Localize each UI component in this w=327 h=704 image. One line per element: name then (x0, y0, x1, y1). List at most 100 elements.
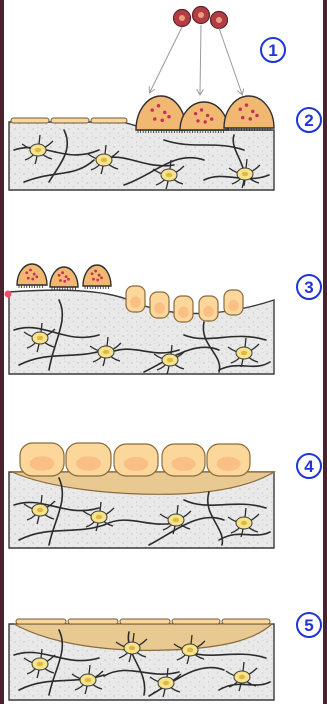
flat-epithelial-cell (51, 118, 89, 123)
incoming-cell-core (179, 15, 185, 21)
macrophage-granule (61, 271, 64, 274)
step-2-label: 2 (297, 108, 321, 132)
cell-core (216, 457, 240, 471)
macrophage-granule (98, 274, 101, 277)
macrophage-granule (65, 275, 68, 278)
macrophage-granule (35, 275, 38, 278)
macrophage-granule (96, 279, 99, 282)
macrophage-cell (180, 102, 228, 133)
macrophage-granule (58, 274, 61, 277)
fibroblast-nucleus (187, 648, 193, 653)
macrophage-granule (239, 108, 243, 112)
flat-epithelial-cell (120, 619, 170, 624)
fibroblast-nucleus (96, 515, 102, 520)
macrophage-granule (161, 119, 165, 123)
macrophage-granule (25, 271, 28, 274)
fibroblast-nucleus (167, 358, 173, 363)
fibroblast-nucleus (241, 351, 247, 356)
fibroblast-nucleus (173, 518, 179, 523)
panel-step-4 (9, 443, 274, 548)
fibroblast-nucleus (101, 158, 107, 163)
epithelial-cell (174, 296, 193, 322)
fibroblast-nucleus (85, 678, 91, 683)
flat-epithelial-cell (11, 118, 49, 123)
migration-arrow (219, 28, 242, 94)
step-1-label: 1 (261, 38, 285, 62)
epithelial-cell (162, 444, 205, 476)
macrophage-cell (83, 265, 111, 289)
fibroblast-nucleus (37, 508, 43, 513)
fibroblast-nucleus (239, 675, 245, 680)
macrophage-cell (17, 264, 47, 288)
macrophage-granule (206, 114, 209, 117)
cell-core (171, 457, 195, 471)
incoming-cell (193, 7, 210, 24)
macrophage-cell (136, 96, 186, 133)
macrophage-cell (224, 96, 274, 131)
flat-epithelial-cell (222, 619, 270, 624)
panel-step-3 (9, 264, 274, 374)
connective-tissue (9, 122, 274, 190)
macrophage-granule (200, 108, 203, 111)
fibroblast-nucleus (103, 350, 109, 355)
step-number: 4 (304, 457, 314, 476)
cell-core (228, 300, 239, 311)
macrophage-granule (153, 117, 157, 121)
epithelial-cell (224, 290, 243, 315)
macrophage-granule (204, 120, 207, 123)
fibroblast-nucleus (166, 173, 172, 178)
step-5-label: 5 (297, 613, 321, 637)
macrophage-granule (67, 278, 70, 281)
macrophage-body (17, 264, 47, 285)
pointer-dot (5, 291, 12, 298)
macrophage-body (224, 96, 274, 128)
macrophage-granule (210, 117, 213, 120)
macrophage-granule (92, 278, 95, 281)
macrophage-granule (94, 270, 97, 273)
incoming-cell (211, 12, 228, 29)
panel-step-1 (150, 7, 242, 95)
fibroblast-nucleus (163, 681, 169, 686)
cell-core (203, 306, 214, 317)
epithelial-cell (114, 444, 158, 476)
diagram-canvas: 1 2 3 4 5 (4, 0, 323, 704)
macrophage-granule (33, 273, 36, 276)
macrophage-granule (100, 276, 103, 279)
macrophage-granule (31, 278, 34, 281)
cell-core (130, 296, 141, 307)
cell-core (76, 456, 101, 471)
macrophage-granule (196, 119, 199, 122)
incoming-cell-core (216, 17, 222, 23)
macrophage-granule (157, 104, 161, 108)
step-3-label: 3 (297, 275, 321, 299)
step-number: 5 (304, 616, 313, 635)
macrophage-granule (151, 108, 155, 112)
step-number: 3 (304, 278, 313, 297)
macrophage-granule (63, 280, 66, 283)
epithelial-cell (20, 443, 64, 476)
step-number: 2 (304, 111, 313, 130)
epithelial-cell (150, 292, 169, 318)
epithelial-cell (126, 286, 145, 312)
wound-healing-diagram: 1 2 3 4 5 (4, 0, 323, 704)
fibroblast-nucleus (35, 148, 41, 153)
step-number: 1 (268, 41, 277, 60)
macrophage-granule (59, 279, 62, 282)
macrophage-granule (163, 111, 167, 115)
incoming-cell-core (198, 12, 204, 18)
macrophage-granule (194, 112, 197, 115)
macrophage-granule (245, 103, 249, 107)
macrophage-cell (50, 267, 78, 290)
migration-arrow (200, 25, 201, 94)
macrophage-body (136, 96, 186, 130)
fibroblast-nucleus (129, 646, 135, 651)
macrophage-body (83, 265, 111, 286)
macrophage-granule (29, 269, 32, 272)
migration-arrow (150, 27, 182, 92)
macrophage-granule (251, 110, 255, 114)
cell-core (178, 306, 189, 317)
fibroblast-nucleus (37, 662, 43, 667)
macrophage-granule (249, 117, 253, 121)
step-4-label: 4 (297, 454, 321, 478)
